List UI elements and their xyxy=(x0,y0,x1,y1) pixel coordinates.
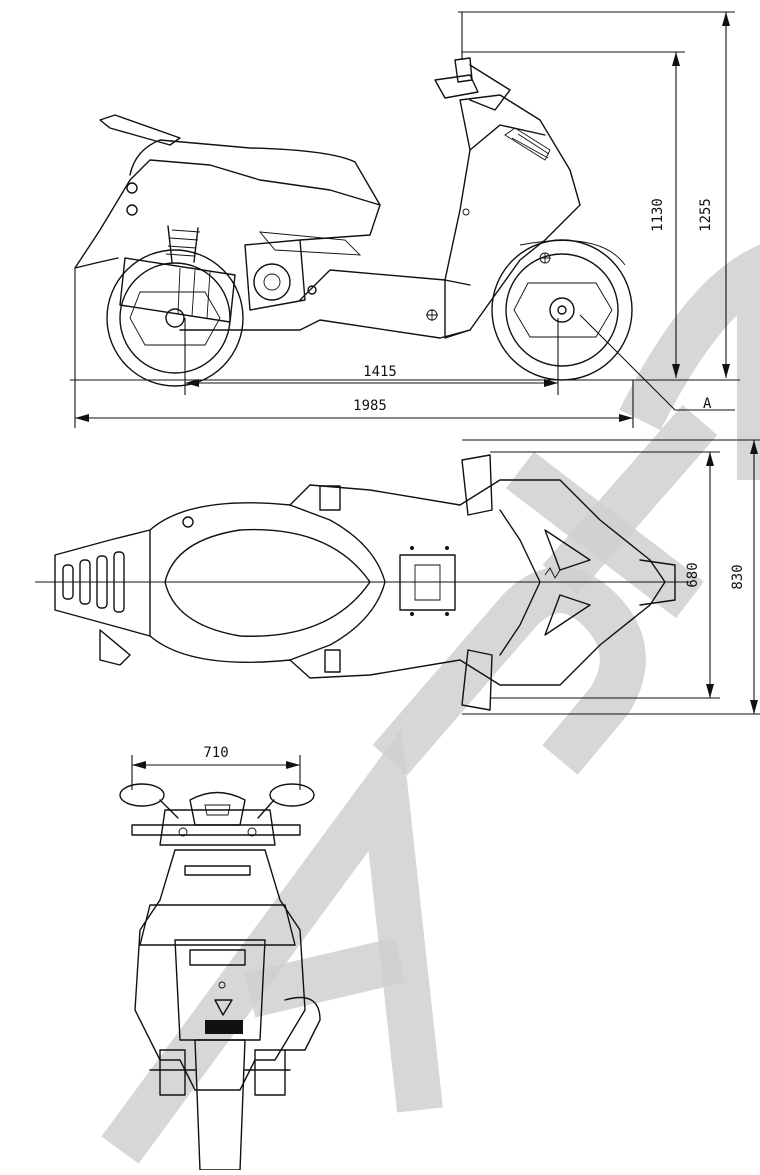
mirrors xyxy=(119,783,315,819)
front-apron xyxy=(444,94,581,339)
dim-width-body: 680 xyxy=(490,451,720,699)
floorboard xyxy=(299,269,471,301)
svg-text:1985: 1985 xyxy=(353,398,387,414)
svg-text:710: 710 xyxy=(203,745,228,761)
rear-rack xyxy=(54,529,151,637)
dim-width-total: 830 xyxy=(462,439,760,715)
rear-body xyxy=(74,114,381,269)
label-point-a: A xyxy=(703,396,712,412)
watermark xyxy=(101,244,760,1164)
watermark-letter-o xyxy=(619,244,760,480)
front-view: 710 xyxy=(119,745,321,1171)
seat-top xyxy=(149,502,386,663)
watermark-letter-u xyxy=(372,567,646,776)
leader-a xyxy=(579,314,735,411)
engine-swingarm xyxy=(179,239,471,339)
svg-text:1130: 1130 xyxy=(650,198,666,232)
svg-text:1255: 1255 xyxy=(698,198,714,232)
dim-length-total: 1985 xyxy=(74,268,634,428)
svg-text:830: 830 xyxy=(730,564,746,589)
watermark-letter-t xyxy=(542,404,718,596)
front-body xyxy=(134,849,306,1091)
floor-panel xyxy=(399,546,456,616)
dim-height-seat: 1130 xyxy=(462,51,685,378)
svg-text:1415: 1415 xyxy=(363,364,397,380)
dim-width-mirrors: 710 xyxy=(131,745,301,790)
front-top xyxy=(459,454,676,711)
rear-wheel xyxy=(106,249,244,387)
svg-text:680: 680 xyxy=(685,562,701,587)
handlebar-front xyxy=(131,791,301,846)
handlebar-side xyxy=(434,57,511,111)
rear-shock xyxy=(165,225,201,263)
dim-wheelbase: 1415 xyxy=(184,318,559,395)
exhaust xyxy=(119,257,236,323)
side-view: A 1130 1255 1415 xyxy=(70,11,740,428)
top-view: 680 830 xyxy=(35,439,760,715)
dim-height-total: 1255 xyxy=(458,11,735,378)
front-wheel xyxy=(491,239,633,381)
